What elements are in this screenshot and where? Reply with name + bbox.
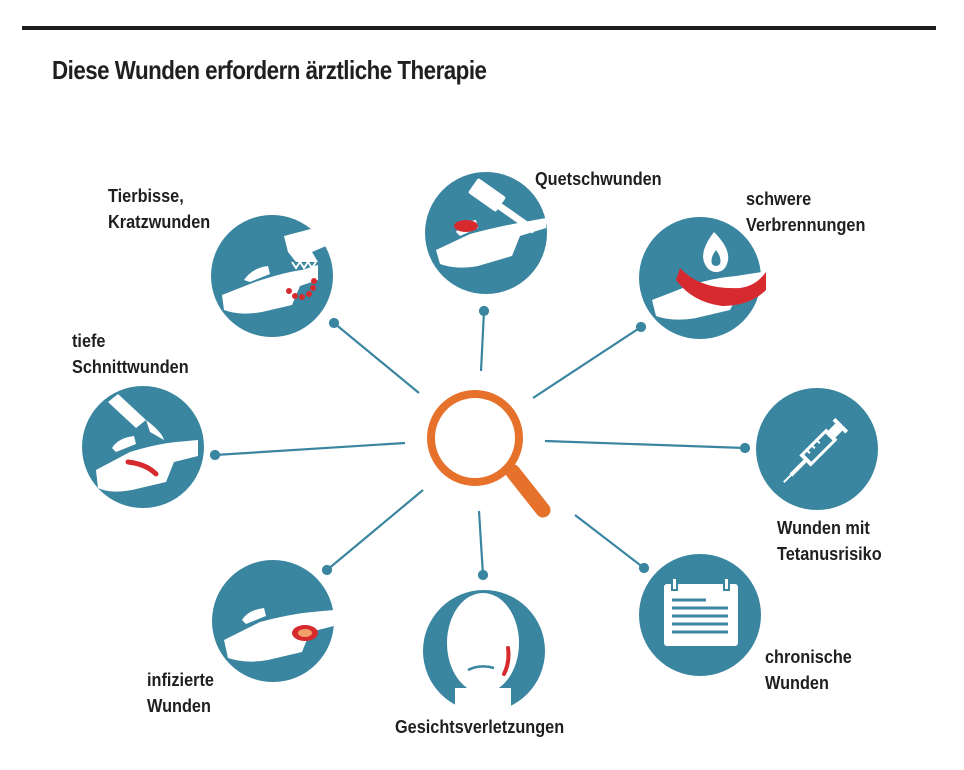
connector-chronisch <box>574 514 645 569</box>
connector-schnittwunden <box>214 441 406 457</box>
magnifier-icon <box>427 390 551 518</box>
hammer-hand-icon <box>425 172 547 294</box>
connector-dot-tierbisse <box>328 317 340 329</box>
connector-quetschwunden <box>479 310 486 372</box>
top-rule <box>22 26 936 30</box>
connector-dot-tetanus <box>739 442 751 454</box>
page-title: Diese Wunden erfordern ärztliche Therapi… <box>52 55 487 85</box>
calendar-icon <box>639 554 761 676</box>
label-tierbisse: Tierbisse,Kratzwunden <box>108 185 211 232</box>
connector-gesicht <box>477 510 485 576</box>
animal-bite-icon <box>211 215 333 337</box>
face-icon <box>423 590 545 712</box>
infected-hand-icon <box>212 560 334 682</box>
connector-dot-chronisch <box>638 562 650 574</box>
connector-dot-infiziert <box>321 564 333 576</box>
flame-hand-icon <box>639 217 766 339</box>
connector-dot-schnittwunden <box>209 449 221 461</box>
scalpel-hand-icon <box>82 386 204 508</box>
connector-tierbisse <box>333 322 420 394</box>
connector-dot-quetschwunden <box>478 305 490 317</box>
label-quetschwunden: Quetschwunden <box>535 168 662 189</box>
connectors <box>209 305 751 581</box>
label-gesicht: Gesichtsverletzungen <box>395 716 565 737</box>
connector-dot-verbrennungen <box>635 321 647 333</box>
connector-tetanus <box>544 439 746 450</box>
connector-infiziert <box>326 489 424 571</box>
syringe-icon <box>756 388 878 510</box>
connector-dot-gesicht <box>477 569 489 581</box>
connector-verbrennungen <box>532 326 642 399</box>
